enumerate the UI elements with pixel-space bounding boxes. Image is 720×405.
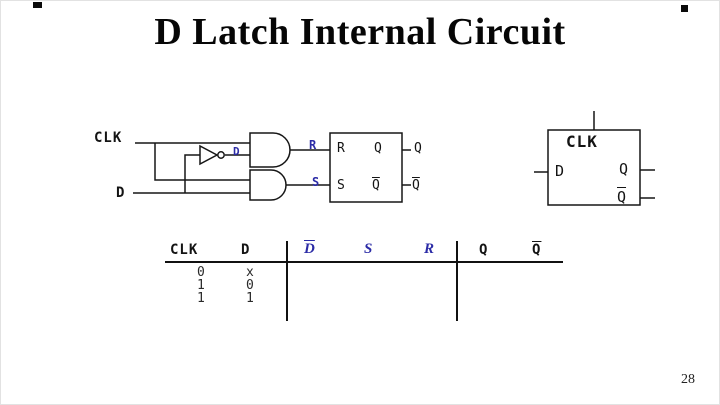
truth-table-lines (165, 241, 563, 321)
table-header-qbar: Q (532, 242, 542, 258)
qbar-output-label: Q (412, 178, 420, 193)
not-gate-icon (199, 144, 219, 166)
table-cell-r0-clk: 0 (197, 265, 205, 280)
table-header-dbar: D (304, 241, 315, 257)
sr-latch-q-label: Q (374, 141, 382, 156)
s-signal-label: S (312, 175, 320, 189)
table-header-s: S (364, 241, 373, 257)
table-cell-r2-clk: 1 (197, 291, 205, 306)
table-header-r: R (424, 241, 435, 257)
not-gate-bubble (217, 151, 225, 159)
dlatch-q-label: Q (619, 160, 629, 178)
artifact-mark-left (33, 2, 42, 8)
r-signal-label: R (309, 138, 317, 152)
sr-latch-r-label: R (337, 141, 345, 156)
dlatch-clk-label: CLK (566, 132, 598, 151)
table-cell-r1-clk: 1 (197, 278, 205, 293)
clk-label: CLK (94, 130, 123, 146)
d-input-label: D (116, 185, 126, 201)
wires (133, 142, 411, 194)
d-latch-box (547, 129, 641, 206)
not-output-label: D (233, 145, 240, 158)
sr-latch-qbar-label: Q (372, 178, 380, 193)
table-header-clk: CLK (170, 242, 199, 258)
dlatch-d-label: D (555, 162, 565, 180)
table-cell-r1-d: 0 (246, 278, 254, 293)
page-number: 28 (681, 372, 695, 387)
table-cell-r0-d: x (246, 265, 254, 280)
table-header-d: D (241, 242, 251, 258)
sr-latch-box (329, 132, 403, 203)
and-gate-bottom-icon (249, 169, 287, 201)
table-cell-r2-d: 1 (246, 291, 254, 306)
slide-title: D Latch Internal Circuit (154, 11, 566, 53)
table-header-q: Q (479, 242, 489, 258)
q-output-label: Q (414, 141, 422, 156)
sr-latch-s-label: S (337, 178, 345, 193)
d-latch-symbol (534, 111, 655, 206)
artifact-mark-right (681, 5, 688, 12)
and-gate-top-icon (249, 132, 291, 168)
dlatch-qbar-label: Q (617, 188, 627, 206)
